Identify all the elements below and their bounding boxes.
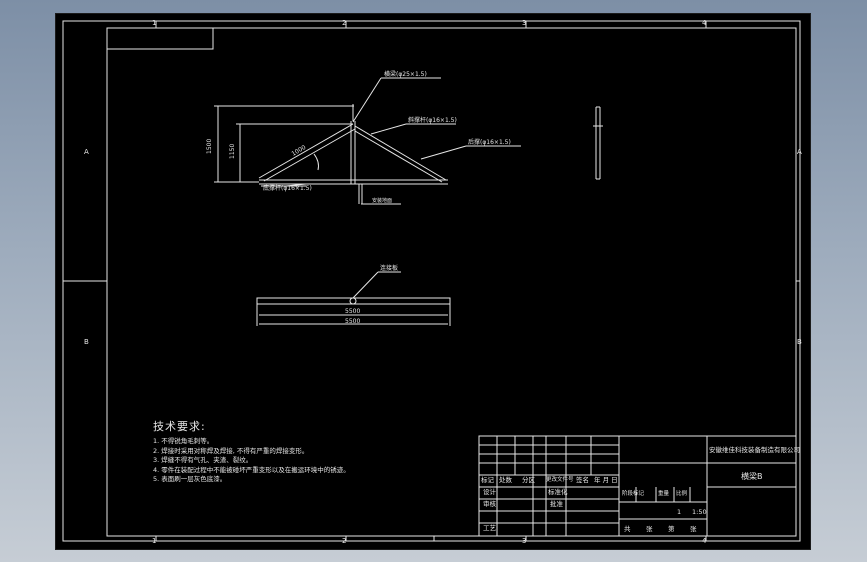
- tech-item-4: 4. 零件在装配过程中不能被碰坏严重变形以及在搬运环境中的锈迹。: [153, 465, 350, 474]
- top-view: 连接板 5500 5500: [256, 264, 451, 326]
- stage-mark: 阶段标记: [622, 491, 645, 497]
- zone-marker-bottom-2: 2: [342, 537, 347, 545]
- cad-drawing: 横梁(φ25×1.5) 斜撑杆(φ16×1.5) 后撑(φ16×1.5) 底撑杆…: [62, 20, 801, 542]
- zone-marker-top-3: 3: [522, 19, 527, 27]
- panel-slope: [258, 123, 354, 179]
- zone-marker-bottom-1: 1: [152, 537, 157, 545]
- tech-item-2: 2. 焊接时采用对称焊及焊接, 不得有严重的焊接变形。: [153, 446, 309, 455]
- tech-item-1: 1. 不得锐角毛刺等。: [153, 437, 214, 445]
- top-dim-inner: 5500: [345, 308, 360, 315]
- top-view-connector: [349, 297, 357, 305]
- dim-inner-text: 1150: [229, 144, 236, 159]
- cell-standardize: 标准化: [548, 488, 568, 496]
- role-process: 工艺: [483, 524, 496, 532]
- header-date: 年 月 日: [594, 476, 618, 484]
- sheet-index-label: 第: [668, 525, 675, 533]
- tech-title: 技术要求:: [153, 420, 206, 433]
- zone-marker-top-1: 1: [152, 19, 157, 27]
- top-view-beam: [256, 297, 451, 305]
- end-view: [593, 106, 603, 180]
- role-design: 设计: [483, 488, 496, 496]
- header-zone: 分区: [522, 476, 535, 484]
- side-view: 横梁(φ25×1.5) 斜撑杆(φ16×1.5) 后撑(φ16×1.5) 底撑杆…: [206, 70, 521, 205]
- zone-marker-right-b: B: [797, 338, 802, 346]
- inner-border: [106, 27, 797, 537]
- rear-brace: [354, 125, 447, 181]
- dim-outer-text: 1500: [206, 139, 213, 154]
- role-review: 审核: [483, 500, 496, 508]
- sheet-index-unit: 张: [690, 525, 697, 533]
- label-base-rod: 底撑杆(φ16×1.5): [263, 184, 312, 192]
- zone-marker-bottom-3: 3: [522, 537, 527, 545]
- sheet-total-unit: 张: [646, 525, 653, 533]
- label-support-rod: 斜撑杆(φ16×1.5): [408, 116, 457, 124]
- zone-marker-left-a: A: [84, 148, 89, 156]
- label-rear-brace: 后撑(φ16×1.5): [468, 138, 511, 146]
- header-change-doc: 更改文件号: [546, 477, 574, 483]
- company-name: 安徽维佳科技装备制造有限公司: [709, 446, 800, 454]
- panel-slope-inner: [263, 128, 356, 182]
- header-count: 处数: [499, 476, 512, 484]
- stage-scale: 比例: [676, 491, 688, 497]
- scale-value: 1:50: [692, 508, 707, 516]
- label-ground: 安装地面: [372, 197, 392, 204]
- zone-marker-top-2: 2: [342, 19, 347, 27]
- corner-box: [106, 27, 214, 50]
- cell-approve: 批准: [550, 500, 563, 508]
- dim-panel-text: 1000: [291, 144, 308, 158]
- label-crossbar: 横梁(φ25×1.5): [384, 70, 427, 78]
- technical-requirements: 技术要求: 1. 不得锐角毛刺等。 2. 焊接时采用对称焊及焊接, 不得有严重的…: [153, 418, 350, 485]
- part-name: 横梁B: [741, 472, 763, 481]
- header-sign: 签名: [576, 476, 589, 484]
- header-mark: 标记: [481, 476, 494, 484]
- zone-marker-bottom-4: 4: [702, 537, 707, 545]
- zone-marker-left-b: B: [84, 338, 89, 346]
- sheet-total-label: 共: [624, 525, 631, 533]
- zone-marker-right-a: A: [797, 148, 802, 156]
- tech-item-5: 5. 表面刷一层灰色底漆。: [153, 475, 227, 483]
- stage-weight: 重量: [658, 491, 670, 497]
- rear-brace-inner: [354, 130, 443, 183]
- drawing-canvas[interactable]: 横梁(φ25×1.5) 斜撑杆(φ16×1.5) 后撑(φ16×1.5) 底撑杆…: [55, 13, 811, 550]
- top-label: 连接板: [380, 264, 398, 272]
- tech-item-3: 3. 焊缝不得有气孔、夹渣、裂纹。: [153, 456, 253, 464]
- sheet-number: 1: [677, 508, 682, 516]
- zone-marker-top-4: 4: [702, 19, 707, 27]
- top-dim-outer: 5500: [345, 318, 360, 325]
- title-block: [478, 435, 797, 537]
